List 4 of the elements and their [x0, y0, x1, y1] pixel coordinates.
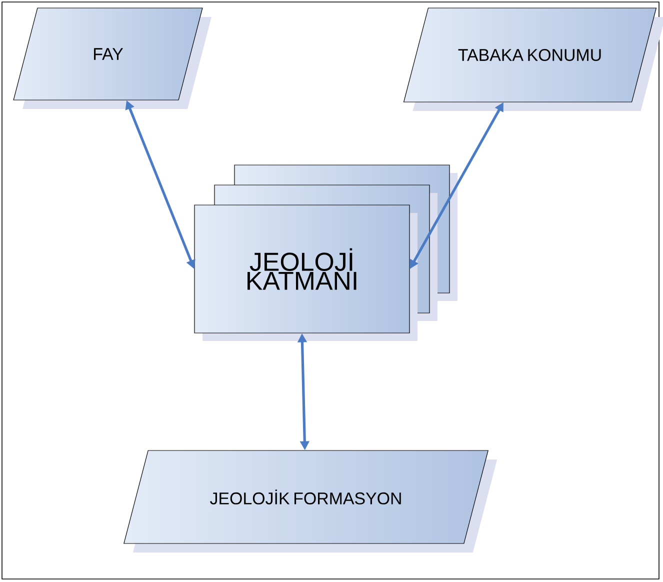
parallelogram-box: JEOLOJİK FORMASYON [124, 450, 498, 552]
parallelogram-box: TABAKA KONUMU [403, 8, 663, 111]
parallelogram-box: FAY [13, 8, 212, 109]
stacked-box: JEOLOJİ KATMANI [194, 164, 458, 341]
